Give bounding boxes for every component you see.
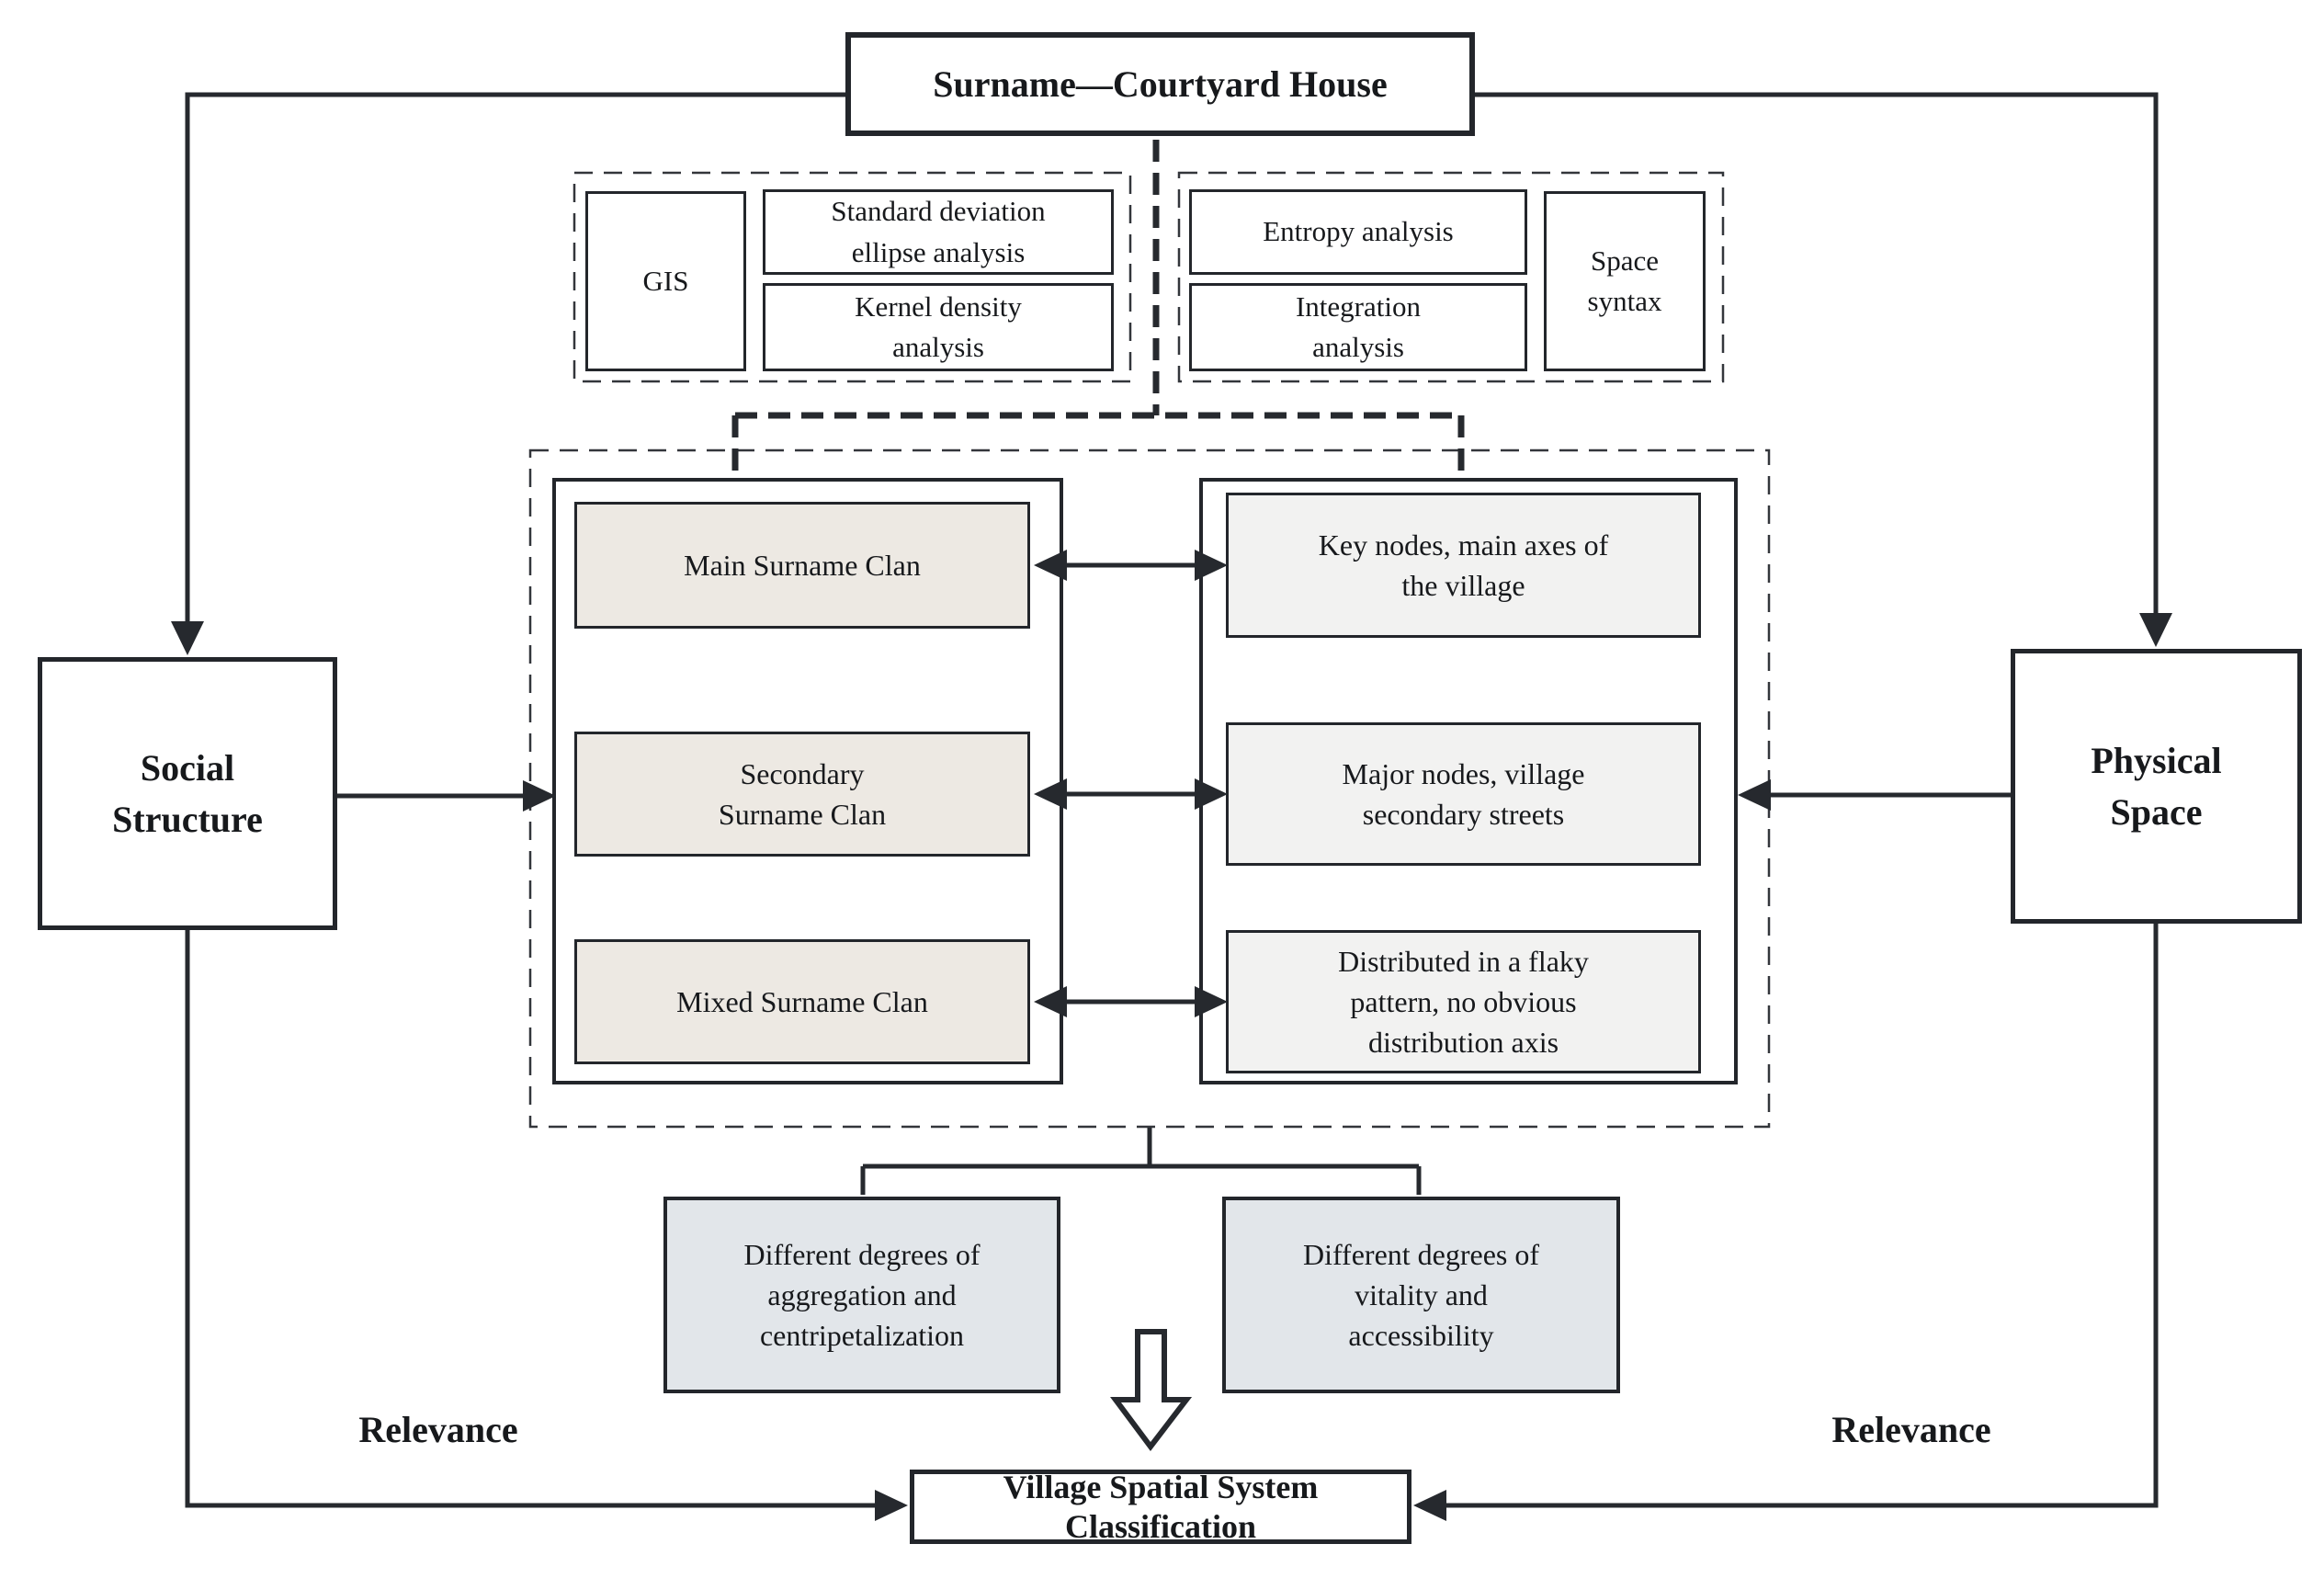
main-surname-clan-box: Main Surname Clan [574, 502, 1030, 629]
relevance-label-left: Relevance [358, 1409, 518, 1450]
arrowhead-social-to-clans [523, 780, 556, 812]
arrowhead-into-result-right [1413, 1490, 1446, 1521]
hollow-down-arrow-icon [1110, 1329, 1193, 1451]
solid-connector-lines [185, 92, 2159, 1508]
line-central-to-outcomes [860, 1127, 1422, 1195]
title-text: Surname—Courtyard House [933, 62, 1388, 105]
arrowheads [171, 550, 2172, 1521]
entropy-analysis-box: Entropy analysis [1189, 189, 1527, 275]
arrowhead-physical-to-spatial [1738, 779, 1771, 811]
mixed-surname-clan-box: Mixed Surname Clan [574, 939, 1030, 1064]
gis-box: GIS [585, 191, 746, 371]
arrowhead-into-social-top [171, 621, 204, 655]
arrowhead-into-physical-top [2139, 613, 2172, 647]
gis-label: GIS [642, 264, 689, 297]
arrowhead-into-result-left [875, 1490, 908, 1521]
title-box-surname-courtyard-house: Surname—Courtyard House [845, 32, 1475, 136]
relevance-label-right: Relevance [1831, 1409, 1991, 1450]
